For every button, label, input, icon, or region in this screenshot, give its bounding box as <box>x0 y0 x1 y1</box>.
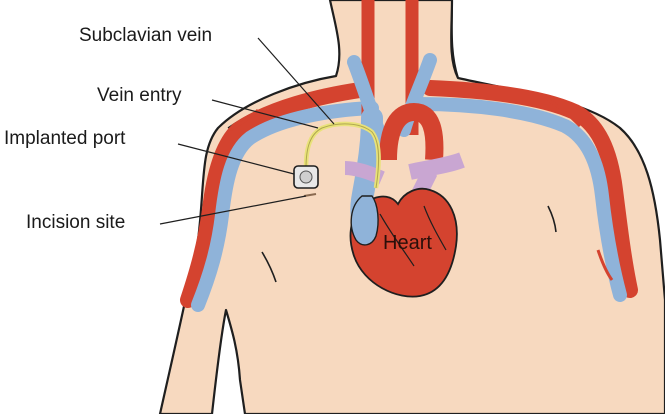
label-implanted-port: Implanted port <box>4 129 125 148</box>
label-vein-entry: Vein entry <box>97 86 182 105</box>
label-subclavian-vein: Subclavian vein <box>79 26 212 45</box>
label-heart: Heart <box>383 233 432 253</box>
label-incision-site: Incision site <box>26 213 125 232</box>
implanted-port <box>294 166 318 188</box>
right-atrium <box>351 196 378 245</box>
